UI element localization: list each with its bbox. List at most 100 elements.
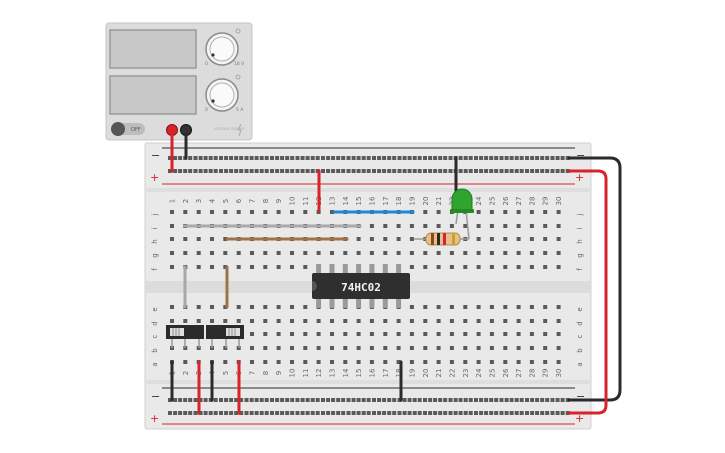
breadboard-hole[interactable]	[529, 237, 534, 241]
rail-hole[interactable]	[331, 169, 336, 173]
rail-hole[interactable]	[213, 411, 218, 415]
rail-hole[interactable]	[173, 169, 178, 173]
breadboard-hole[interactable]	[423, 346, 428, 350]
breadboard-hole[interactable]	[196, 319, 201, 323]
breadboard-hole[interactable]	[356, 346, 361, 350]
rail-hole[interactable]	[535, 411, 540, 415]
breadboard-hole[interactable]	[170, 224, 174, 228]
rail-hole[interactable]	[499, 156, 504, 160]
rail-hole[interactable]	[264, 156, 269, 160]
rail-hole[interactable]	[326, 156, 331, 160]
breadboard-hole[interactable]	[503, 237, 508, 241]
rail-hole[interactable]	[198, 169, 203, 173]
breadboard-hole[interactable]	[543, 251, 548, 255]
breadboard-hole[interactable]	[170, 319, 174, 323]
breadboard-hole[interactable]	[489, 265, 494, 269]
breadboard-hole[interactable]	[263, 251, 268, 255]
breadboard-hole[interactable]	[543, 305, 548, 309]
rail-hole[interactable]	[412, 169, 417, 173]
rail-hole[interactable]	[372, 411, 376, 415]
rail-hole[interactable]	[178, 156, 183, 160]
breadboard-hole[interactable]	[383, 319, 388, 323]
rail-hole[interactable]	[351, 169, 356, 173]
rail-hole[interactable]	[453, 411, 458, 415]
breadboard-hole[interactable]	[250, 265, 254, 269]
breadboard-hole[interactable]	[489, 319, 494, 323]
rail-hole[interactable]	[417, 156, 422, 160]
rail-hole[interactable]	[509, 398, 514, 402]
breadboard-hole[interactable]	[436, 319, 441, 323]
rail-hole[interactable]	[229, 169, 234, 173]
rail-hole[interactable]	[545, 156, 550, 160]
rail-hole[interactable]	[280, 169, 285, 173]
breadboard-hole[interactable]	[316, 251, 321, 255]
breadboard-hole[interactable]	[423, 305, 428, 309]
rail-hole[interactable]	[270, 411, 274, 415]
rail-hole[interactable]	[331, 156, 336, 160]
rail-hole[interactable]	[377, 411, 382, 415]
rail-hole[interactable]	[530, 398, 535, 402]
rail-hole[interactable]	[453, 398, 458, 402]
breadboard-hole[interactable]	[449, 332, 454, 336]
breadboard-hole[interactable]	[369, 319, 374, 323]
breadboard-hole[interactable]	[489, 251, 494, 255]
breadboard-hole[interactable]	[330, 319, 334, 323]
slide-switch-1[interactable]	[166, 325, 204, 348]
breadboard-hole[interactable]	[409, 251, 414, 255]
rail-hole[interactable]	[387, 398, 392, 402]
rail-hole[interactable]	[499, 398, 504, 402]
rail-hole[interactable]	[494, 411, 499, 415]
rail-hole[interactable]	[203, 169, 208, 173]
rail-hole[interactable]	[514, 156, 519, 160]
breadboard-hole[interactable]	[316, 360, 321, 364]
rail-hole[interactable]	[387, 156, 392, 160]
rail-hole[interactable]	[519, 156, 524, 160]
rail-hole[interactable]	[173, 411, 178, 415]
breadboard-hole[interactable]	[503, 332, 508, 336]
breadboard-hole[interactable]	[543, 319, 548, 323]
breadboard-hole[interactable]	[476, 265, 481, 269]
breadboard-hole[interactable]	[263, 265, 268, 269]
breadboard-hole[interactable]	[489, 332, 494, 336]
rail-hole[interactable]	[193, 156, 198, 160]
breadboard-hole[interactable]	[196, 305, 201, 309]
rail-hole[interactable]	[336, 156, 341, 160]
rail-hole[interactable]	[484, 169, 489, 173]
breadboard-hole[interactable]	[290, 305, 294, 309]
rail-hole[interactable]	[438, 411, 443, 415]
rail-hole[interactable]	[392, 398, 397, 402]
breadboard-hole[interactable]	[396, 224, 401, 228]
rail-hole[interactable]	[438, 398, 443, 402]
breadboard-hole[interactable]	[409, 332, 414, 336]
breadboard-hole[interactable]	[423, 360, 428, 364]
breadboard-hole[interactable]	[356, 237, 361, 241]
rail-hole[interactable]	[555, 398, 560, 402]
breadboard-hole[interactable]	[423, 265, 428, 269]
breadboard-hole[interactable]	[409, 265, 414, 269]
rail-hole[interactable]	[402, 398, 407, 402]
breadboard-hole[interactable]	[303, 346, 308, 350]
rail-hole[interactable]	[213, 398, 218, 402]
rail-hole[interactable]	[224, 411, 229, 415]
rail-hole[interactable]	[264, 398, 269, 402]
breadboard-hole[interactable]	[543, 346, 548, 350]
breadboard-hole[interactable]	[369, 251, 374, 255]
rail-hole[interactable]	[336, 398, 341, 402]
breadboard-hole[interactable]	[263, 305, 268, 309]
breadboard-hole[interactable]	[250, 305, 254, 309]
breadboard-hole[interactable]	[529, 265, 534, 269]
rail-hole[interactable]	[468, 411, 473, 415]
breadboard-hole[interactable]	[276, 210, 281, 214]
slide-switch-2[interactable]	[206, 325, 244, 348]
rail-hole[interactable]	[550, 398, 555, 402]
breadboard-hole[interactable]	[303, 265, 308, 269]
rail-hole[interactable]	[535, 169, 540, 173]
breadboard-hole[interactable]	[383, 237, 388, 241]
breadboard-hole[interactable]	[236, 305, 241, 309]
rail-hole[interactable]	[438, 169, 443, 173]
rail-hole[interactable]	[341, 411, 346, 415]
rail-hole[interactable]	[479, 411, 484, 415]
rail-hole[interactable]	[305, 411, 310, 415]
breadboard-hole[interactable]	[290, 265, 294, 269]
breadboard-hole[interactable]	[183, 360, 188, 364]
